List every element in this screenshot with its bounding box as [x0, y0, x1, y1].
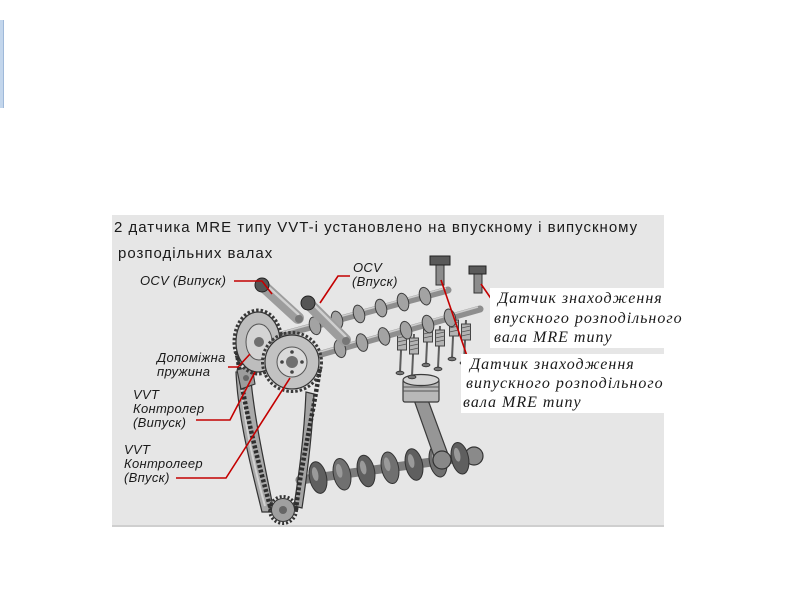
label-ocv-exhaust: OCV (Випуск) — [140, 273, 227, 288]
callout-line: випускного розподільного — [466, 375, 664, 392]
callout-line: впускного розподільного — [494, 310, 683, 327]
label-ocv-intake-line-2: (Впуск) — [352, 274, 398, 289]
label-auxiliary-spring-line-1: Допоміжна — [157, 350, 226, 365]
label-vvt-exhaust-line-3: (Випуск) — [133, 415, 187, 430]
callout-line: Датчик знаходження — [470, 356, 635, 373]
label-ocv-intake-line-1: OCV — [353, 260, 383, 275]
label-vvt-intake-line-2: Контролеер — [124, 456, 203, 471]
diagram-caption-line-1: 2 датчика MRE типу VVT-i установлено на … — [114, 219, 639, 236]
label-auxiliary-spring-line-2: пружина — [157, 364, 211, 379]
intake-camshaft-sensor-callout: Датчик знаходження впускного розподільно… — [490, 288, 690, 348]
diagram-caption-line-2: розподільних валах — [118, 245, 274, 262]
callout-line: вала MRE типу — [494, 329, 613, 346]
exhaust-camshaft-sensor-callout: Датчик знаходження випускного розподільн… — [461, 354, 666, 413]
label-vvt-exhaust-line-2: Контролер — [133, 401, 205, 416]
label-vvt-intake-line-1: VVT — [124, 442, 151, 457]
callout-line: Датчик знаходження — [498, 290, 663, 307]
label-vvt-intake-line-3: (Впуск) — [124, 470, 170, 485]
slide-edge-accent — [0, 20, 4, 108]
label-vvt-exhaust-line-1: VVT — [133, 387, 160, 402]
callout-line: вала MRE типу — [463, 394, 582, 411]
